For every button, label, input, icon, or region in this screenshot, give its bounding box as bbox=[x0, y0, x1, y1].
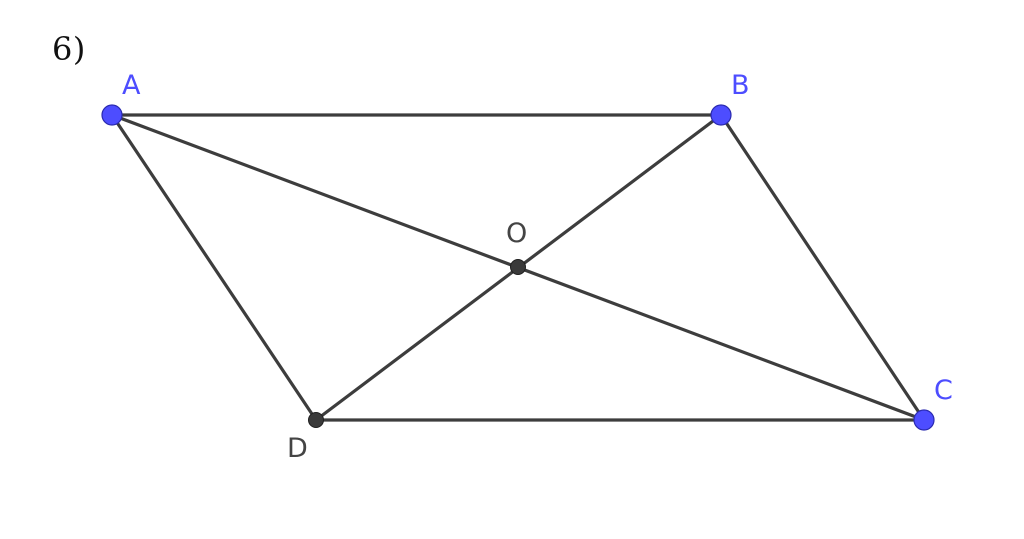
segment-da bbox=[110, 113, 318, 422]
point-b[interactable] bbox=[710, 104, 732, 126]
label-d: D bbox=[287, 433, 308, 464]
label-o: O bbox=[506, 218, 527, 249]
label-a: A bbox=[122, 70, 141, 101]
point-d[interactable] bbox=[308, 412, 324, 428]
label-c: C bbox=[934, 375, 953, 406]
segment-bc bbox=[719, 113, 926, 422]
label-b: B bbox=[731, 70, 750, 101]
problem-number: 6) bbox=[52, 30, 86, 68]
point-a[interactable] bbox=[101, 104, 123, 126]
point-c[interactable] bbox=[913, 409, 935, 431]
points-group bbox=[101, 104, 935, 431]
labels-group: A B C D O bbox=[122, 70, 953, 464]
point-o[interactable] bbox=[510, 259, 526, 275]
